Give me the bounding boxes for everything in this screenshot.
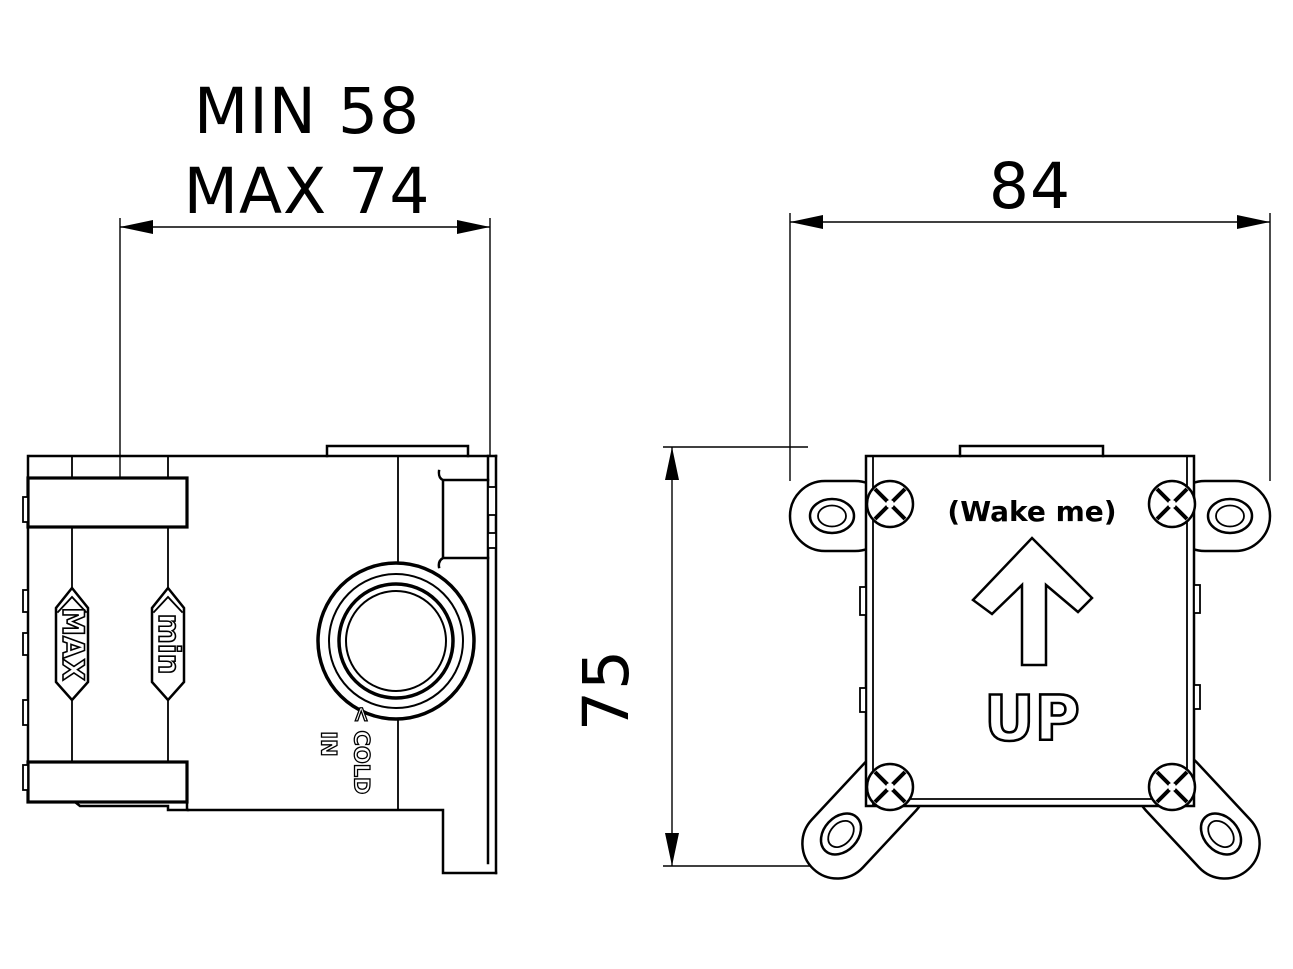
bottom-flange-step: [26, 760, 190, 812]
up-arrow-icon: [971, 536, 1094, 667]
inlet-port: [316, 561, 476, 721]
min-marker-label: min: [152, 614, 186, 675]
cold-in-label: IN: [317, 731, 341, 756]
min-marker-chevron: [152, 595, 184, 614]
right-edge-notch-1: [487, 486, 497, 516]
width-extension-lines: [789, 213, 1271, 481]
depth-marker-max: MAX: [54, 585, 91, 702]
right-edge-notch-2: [487, 532, 497, 549]
height-extension-lines: [663, 446, 822, 867]
depth-dimension-min-label: MIN 58: [194, 75, 420, 148]
depth-dimension: MIN 58 MAX 74: [119, 75, 491, 527]
marker-stems: [71, 526, 169, 763]
cold-inlet-label: < COLD IN: [316, 705, 374, 795]
top-rail-dividers: [27, 455, 188, 479]
body-bottom-step: [186, 808, 498, 875]
up-label: UP: [984, 682, 1080, 755]
left-edge-notch-1: [859, 586, 867, 616]
brand-note-label: (Wake me): [947, 495, 1116, 528]
slot-top-right-inner: [1215, 504, 1245, 528]
phillips-screw-icon: [1147, 762, 1197, 812]
arrowhead-top-icon: [665, 447, 679, 480]
arrowhead-left-icon: [790, 215, 823, 229]
slot-bottom-left-inner: [827, 819, 855, 849]
min-marker-tab: [150, 585, 186, 702]
right-edge-notch-2: [1193, 684, 1201, 710]
front-view: 84 75: [570, 150, 1272, 880]
width-dimension: 84: [789, 150, 1271, 481]
cold-flow-arrow-label: < COLD: [350, 706, 374, 795]
screws: [865, 479, 1197, 812]
body-top-tab: [325, 444, 470, 458]
arrowhead-right-icon: [1237, 215, 1270, 229]
height-dimension-label: 75: [570, 649, 643, 731]
max-marker-label: MAX: [56, 607, 90, 681]
left-edge-notch-2: [859, 687, 867, 713]
phillips-screw-icon: [865, 762, 915, 812]
body-top-tab: [958, 444, 1105, 458]
valve-body-side: [22, 444, 498, 875]
max-marker-chevron: [56, 595, 88, 614]
max-marker-tab: [54, 585, 90, 702]
depth-marker-min: min: [150, 585, 187, 702]
bottom-flange: [26, 760, 189, 804]
depth-dimension-max-label: MAX 74: [184, 155, 431, 228]
left-edge-notches: [22, 496, 29, 791]
top-flange: [26, 476, 189, 529]
right-edge-notch-1: [1193, 584, 1201, 614]
slot-top-right-outer: [1206, 497, 1254, 535]
arrowhead-left-icon: [120, 220, 153, 234]
slot-top-left-inner: [817, 504, 847, 528]
width-dimension-label: 84: [989, 150, 1071, 223]
side-view: MIN 58 MAX 74: [22, 75, 498, 875]
slot-top-left-outer: [808, 497, 856, 535]
phillips-screw-icon: [865, 479, 915, 529]
side-cutout: [437, 469, 490, 569]
arrowhead-bottom-icon: [665, 833, 679, 866]
ear-slots: [808, 497, 1254, 856]
arrowhead-right-icon: [457, 220, 490, 234]
slot-bottom-right-outer: [1199, 812, 1243, 856]
slot-bottom-left-outer: [819, 812, 863, 856]
slot-bottom-right-inner: [1207, 819, 1235, 849]
height-dimension: 75: [570, 446, 822, 867]
phillips-screw-icon: [1147, 479, 1197, 529]
